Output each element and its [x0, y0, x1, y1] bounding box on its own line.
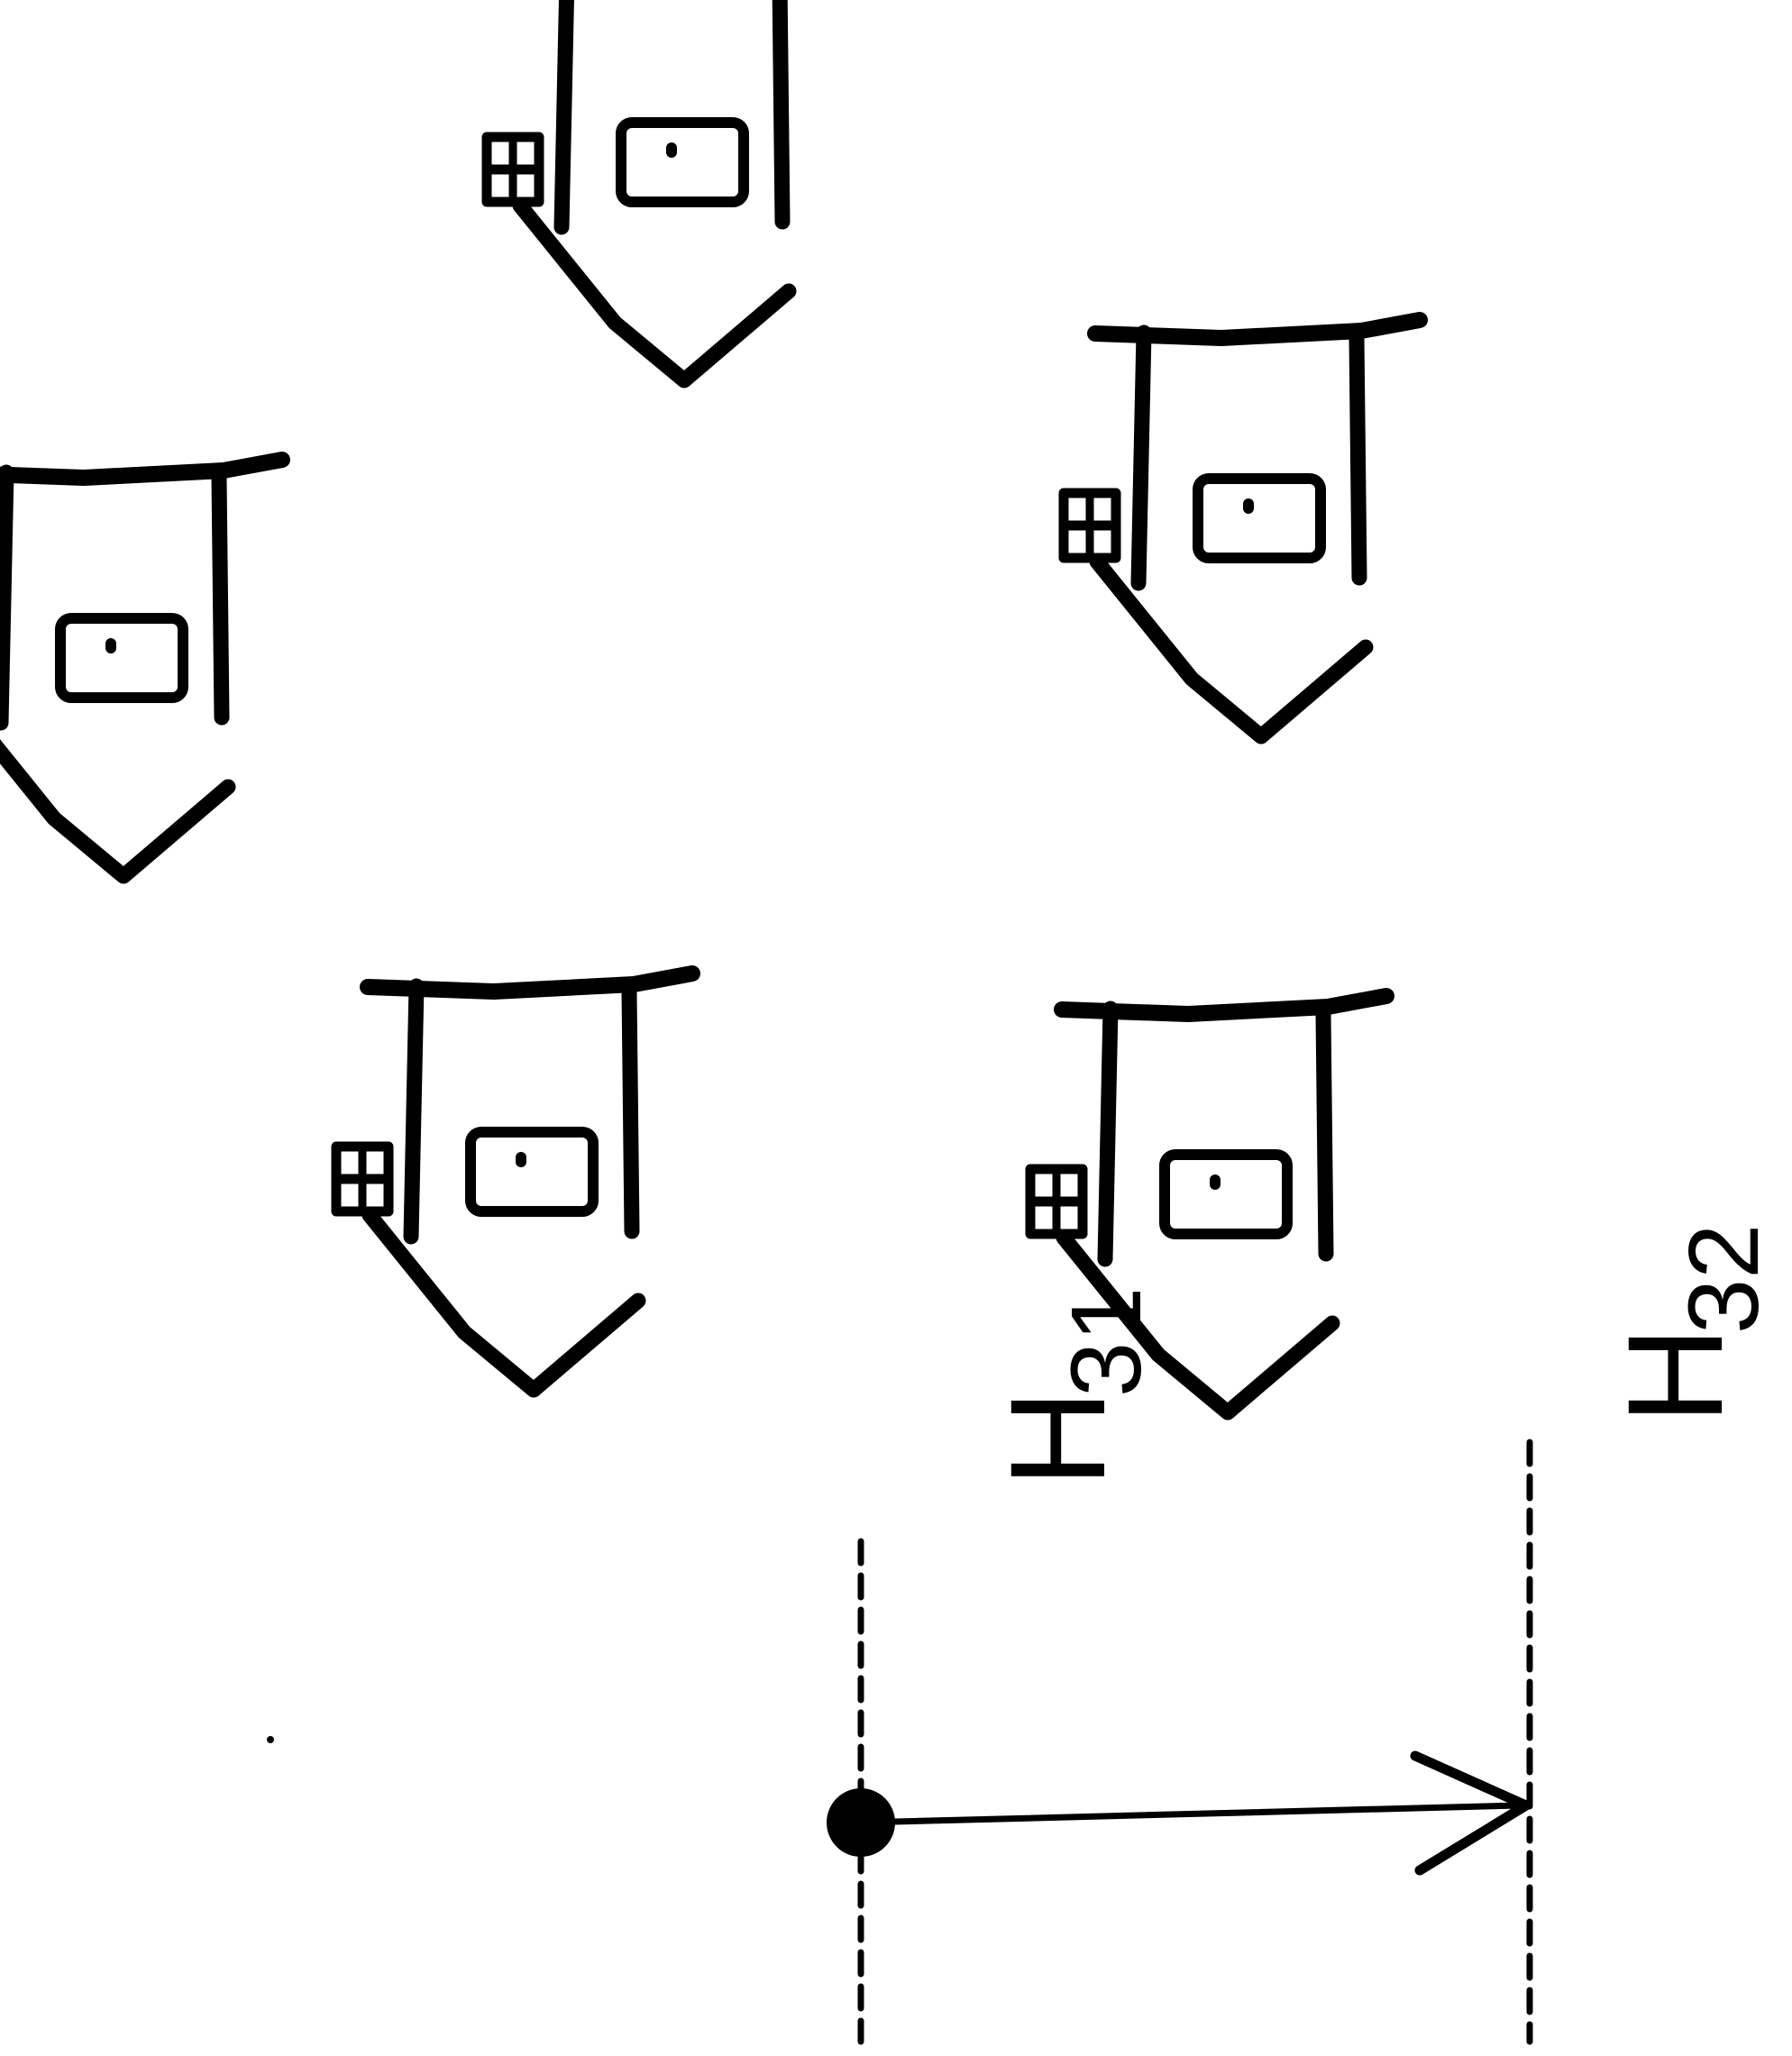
house-top-middle: [487, 0, 843, 380]
scan-speck: [267, 1736, 274, 1743]
house-middle-right: [1064, 320, 1420, 736]
movement-arrow-shaft: [857, 1802, 1522, 1826]
house-label-h32: H 32: [1599, 1224, 1779, 1424]
h31-subscript: 31: [1051, 1287, 1162, 1397]
house-top-left: [0, 460, 282, 876]
h32-main: H: [1599, 1327, 1751, 1424]
h32-subscript: 32: [1669, 1224, 1779, 1334]
house-label-h31: H 31: [982, 1287, 1162, 1487]
h31-main: H: [982, 1390, 1133, 1487]
house-icon: [336, 973, 692, 1390]
arrow-right-icon: [1410, 1750, 1531, 1876]
